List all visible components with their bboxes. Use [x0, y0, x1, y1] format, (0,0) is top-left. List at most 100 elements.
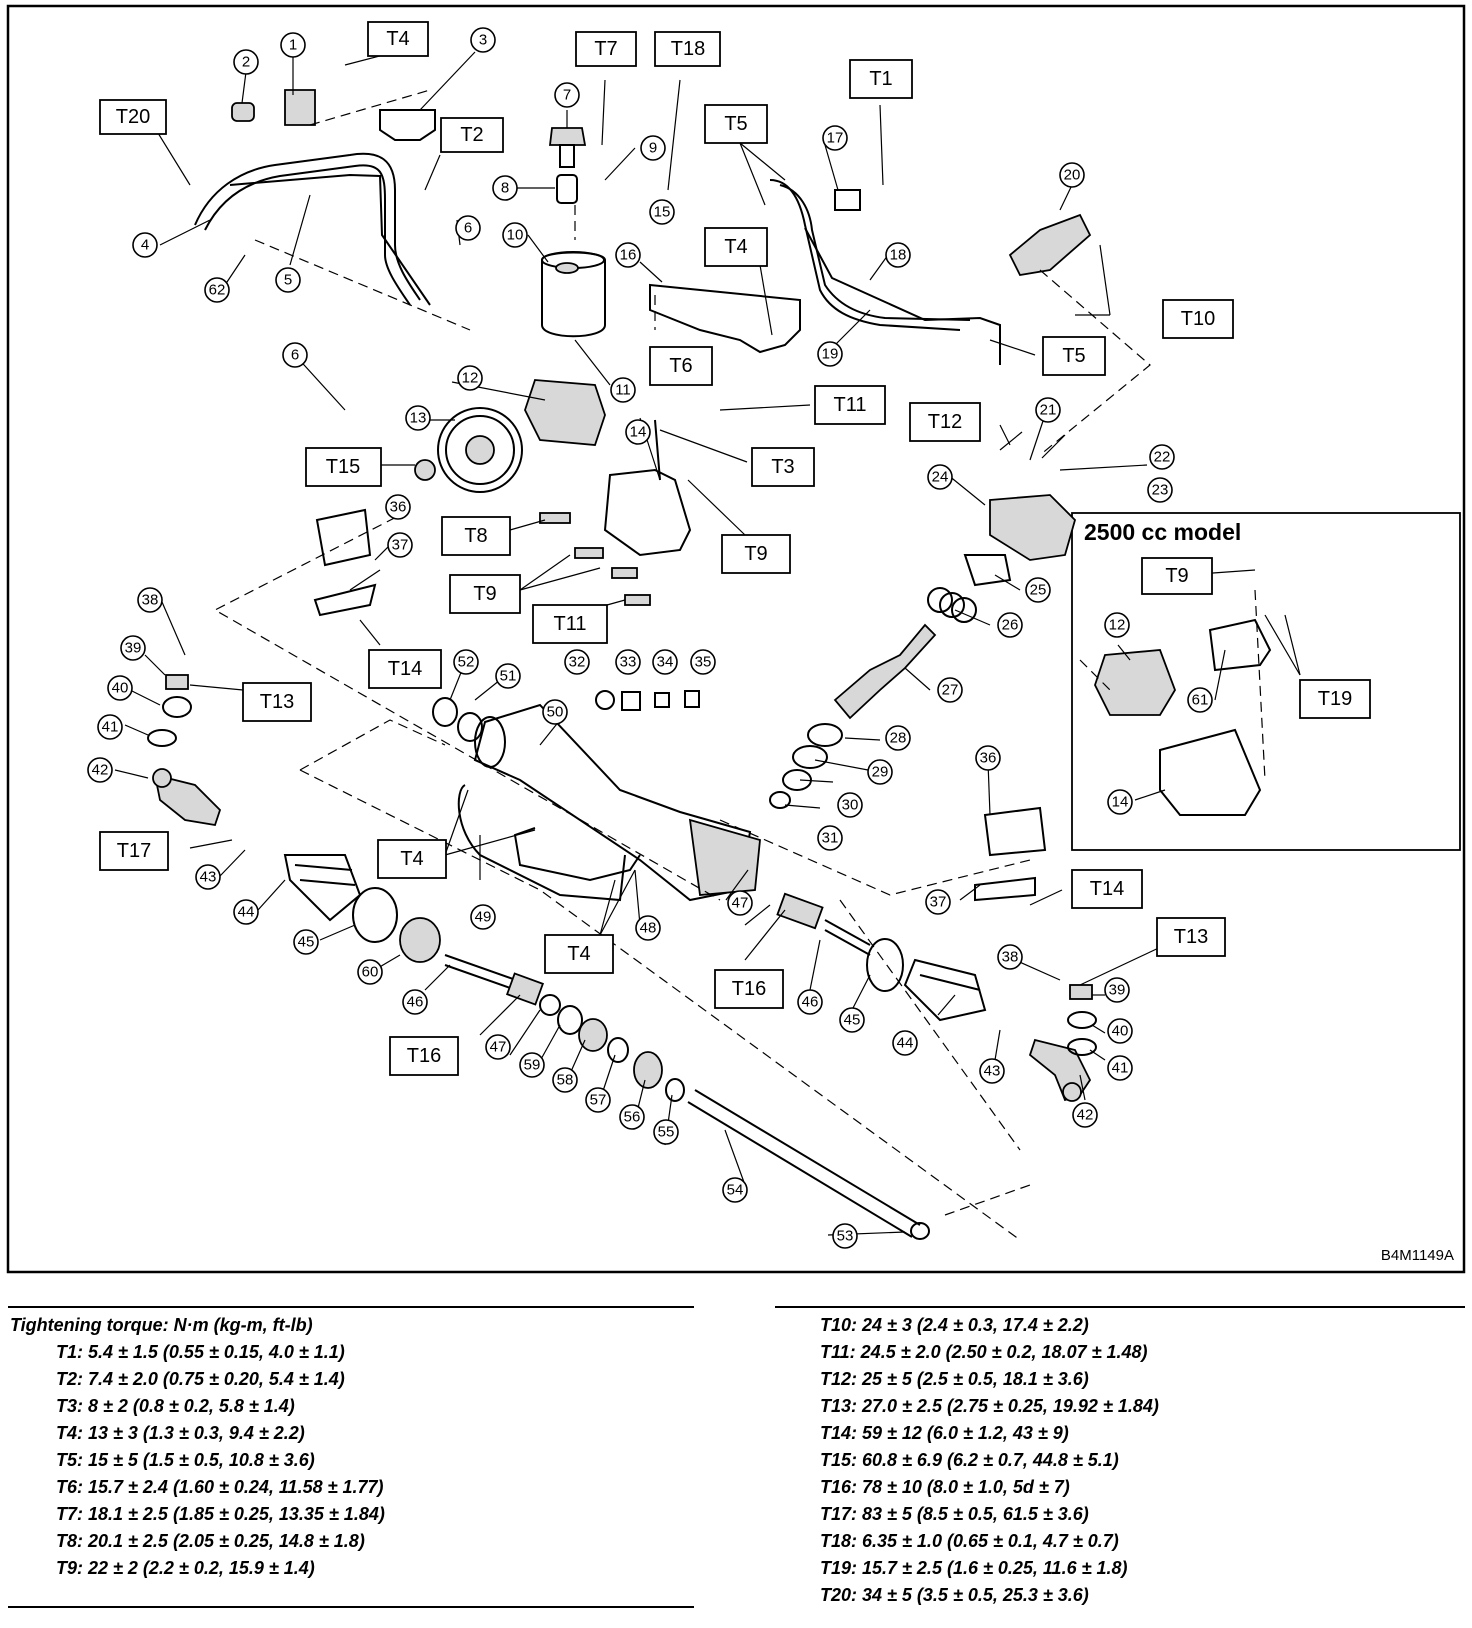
svg-text:16: 16: [620, 247, 637, 264]
svg-text:T9: T9: [744, 543, 767, 565]
svg-text:20: 20: [1064, 167, 1081, 184]
svg-text:T4: T4: [400, 848, 423, 870]
svg-text:40: 40: [1112, 1023, 1129, 1040]
svg-text:36: 36: [390, 499, 407, 516]
svg-text:36: 36: [980, 750, 997, 767]
svg-text:T12: T12: [928, 411, 962, 433]
svg-text:42: 42: [1077, 1107, 1094, 1124]
svg-text:41: 41: [102, 719, 119, 736]
svg-text:T10: T10: [1181, 308, 1215, 330]
svg-text:34: 34: [657, 654, 674, 671]
svg-text:T3: T3: [771, 456, 794, 478]
assembly-lines: [213, 89, 1266, 1241]
callout-part-50: 50: [542, 699, 568, 725]
callout-part-41-right: 41: [1107, 1055, 1133, 1081]
svg-text:T14: T14: [1090, 878, 1124, 900]
torque-spec-t18: T18: 6.35 ± 1.0 (0.65 ± 0.1, 4.7 ± 0.7): [820, 1531, 1119, 1551]
svg-text:60: 60: [362, 964, 379, 981]
torque-box-T11-lower: T11: [532, 604, 608, 644]
torque-spec-t9: T9: 22 ± 2 (2.2 ± 0.2, 15.9 ± 1.4): [56, 1558, 315, 1578]
svg-text:47: 47: [732, 895, 749, 912]
svg-text:29: 29: [872, 764, 889, 781]
torque-box-T7: T7: [575, 31, 637, 67]
torque-spec-t12: T12: 25 ± 5 (2.5 ± 0.5, 18.1 ± 3.6): [820, 1369, 1089, 1389]
callout-part-39-left: 39: [120, 635, 146, 661]
callout-part-10: 10: [502, 222, 528, 248]
svg-text:45: 45: [844, 1012, 861, 1029]
inset-frame: [1071, 512, 1461, 851]
torque-spec-t16: T16: 78 ± 10 (8.0 ± 1.0, 5d ± 7): [820, 1477, 1070, 1497]
callout-part-28: 28: [885, 725, 911, 751]
torque-box-T6: T6: [649, 346, 713, 386]
torque-box-T9-inset: T9: [1141, 557, 1213, 595]
callout-part-16: 16: [615, 242, 641, 268]
svg-text:27: 27: [942, 682, 959, 699]
callout-part-55: 55: [653, 1119, 679, 1145]
svg-text:50: 50: [547, 704, 564, 721]
callout-part-62: 62: [204, 277, 230, 303]
callout-group: 1 2 3 4 5 6 6 7 8 9 10 11 12 13 14 15 16…: [87, 27, 1213, 1249]
diagram-frame: [6, 4, 1466, 1274]
svg-text:35: 35: [695, 654, 712, 671]
figure-code: B4M1149A: [1381, 1247, 1454, 1264]
callout-part-40-right: 40: [1107, 1018, 1133, 1044]
torque-box-T10: T10: [1162, 299, 1234, 339]
torque-heading: Tightening torque: N·m (kg-m, ft-lb): [10, 1315, 313, 1335]
svg-text:T11: T11: [554, 613, 587, 635]
svg-text:51: 51: [500, 668, 517, 685]
exploded-steering-diagram: 2500 cc model B4M1149A: [6, 4, 1466, 1274]
svg-text:T18: T18: [671, 38, 705, 60]
leader-lines: [114, 51, 1301, 1236]
callout-part-52: 52: [453, 649, 479, 675]
callout-part-1: 1: [280, 32, 306, 58]
svg-text:44: 44: [238, 904, 255, 921]
svg-text:24: 24: [932, 469, 949, 486]
torque-spec-t2: T2: 7.4 ± 2.0 (0.75 ± 0.20, 5.4 ± 1.4): [56, 1369, 345, 1389]
torque-column-left: Tightening torque: N·m (kg-m, ft-lb) T1:…: [10, 1312, 385, 1582]
callout-part-8: 8: [492, 175, 518, 201]
torque-box-T3: T3: [751, 447, 815, 487]
svg-text:37: 37: [392, 537, 409, 554]
svg-text:T13: T13: [260, 691, 294, 713]
svg-text:46: 46: [407, 994, 424, 1011]
svg-text:40: 40: [112, 680, 129, 697]
torque-spec-t4: T4: 13 ± 3 (1.3 ± 0.3, 9.4 ± 2.2): [56, 1423, 305, 1443]
svg-text:17: 17: [827, 130, 844, 147]
callout-part-40-left: 40: [107, 675, 133, 701]
svg-text:6: 6: [291, 347, 299, 364]
callout-part-44-right: 44: [892, 1030, 918, 1056]
svg-text:T20: T20: [116, 106, 150, 128]
svg-text:T7: T7: [594, 38, 617, 60]
torque-box-T4-lower-left: T4: [377, 839, 447, 879]
svg-text:10: 10: [507, 227, 524, 244]
callout-part-38-right: 38: [997, 944, 1023, 970]
svg-text:T13: T13: [1174, 926, 1208, 948]
callout-part-21: 21: [1035, 397, 1061, 423]
svg-text:T4: T4: [386, 28, 409, 50]
callout-part-6b: 6: [282, 342, 308, 368]
callout-part-47-right: 47: [727, 890, 753, 916]
torque-spec-t8: T8: 20.1 ± 2.5 (2.05 ± 0.25, 14.8 ± 1.8): [56, 1531, 365, 1551]
callout-part-57: 57: [585, 1087, 611, 1113]
svg-text:39: 39: [125, 640, 142, 657]
torque-box-T17: T17: [99, 831, 169, 871]
torque-spec-t15: T15: 60.8 ± 6.9 (6.2 ± 0.7, 44.8 ± 5.1): [820, 1450, 1119, 1470]
callout-part-31: 31: [817, 825, 843, 851]
torque-box-T8: T8: [441, 516, 511, 556]
callout-part-35: 35: [690, 649, 716, 675]
callout-inset-part-61: 61: [1187, 687, 1213, 713]
torque-box-T19: T19: [1299, 679, 1371, 719]
svg-text:38: 38: [1002, 949, 1019, 966]
callout-inset-part-12: 12: [1104, 612, 1130, 638]
callout-part-47-left: 47: [485, 1034, 511, 1060]
torque-spec-t17: T17: 83 ± 5 (8.5 ± 0.5, 61.5 ± 3.6): [820, 1504, 1089, 1524]
torque-box-T2: T2: [440, 117, 504, 153]
svg-text:61: 61: [1192, 692, 1209, 709]
torque-box-T1: T1: [849, 59, 913, 99]
svg-text:T16: T16: [732, 978, 766, 1000]
callout-part-17: 17: [822, 125, 848, 151]
callout-inset-part-14: 14: [1107, 789, 1133, 815]
callout-part-42-left: 42: [87, 757, 113, 783]
callout-part-42-right: 42: [1072, 1102, 1098, 1128]
callout-part-51: 51: [495, 663, 521, 689]
